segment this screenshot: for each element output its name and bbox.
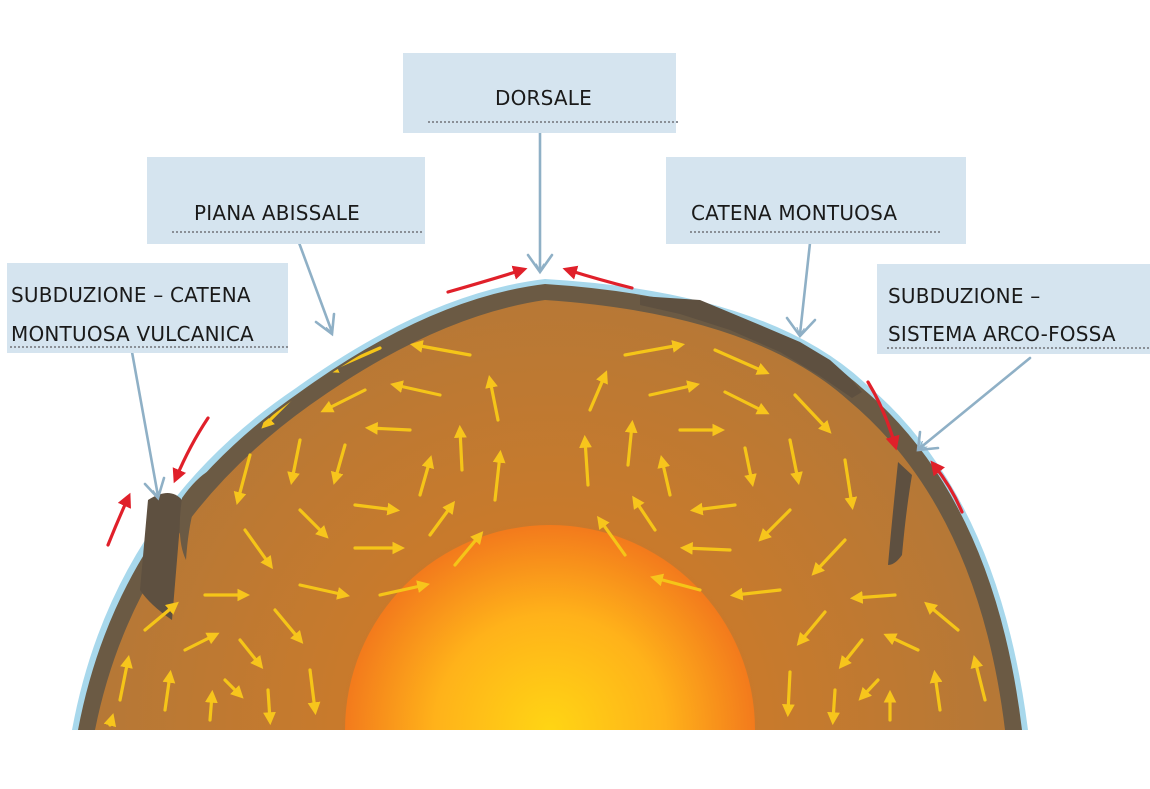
dotted-line-piana-abissale bbox=[172, 231, 422, 233]
dotted-line-dorsale bbox=[428, 121, 678, 123]
pointer-piana-abissale bbox=[298, 240, 332, 332]
label-subduzione-arco-line2: SISTEMA ARCO-FOSSA bbox=[888, 322, 1116, 346]
label-dorsale: DORSALE bbox=[495, 86, 592, 110]
pointer-subduzione-arco bbox=[920, 358, 1030, 448]
label-catena-montuosa: CATENA MONTUOSA bbox=[691, 201, 897, 225]
dotted-line-subduzione-arco bbox=[887, 347, 1149, 349]
pointer-catena-montuosa bbox=[800, 243, 810, 334]
label-subduzione-vulcanica-line1: SUBDUZIONE – CATENA bbox=[11, 283, 251, 307]
pointer-subduzione-vulcanica bbox=[132, 352, 158, 496]
label-subduzione-vulcanica-line2: MONTUOSA VULCANICA bbox=[11, 322, 254, 346]
dotted-line-subduzione-vulcanica bbox=[10, 346, 288, 348]
label-piana-abissale: PIANA ABISSALE bbox=[194, 201, 360, 225]
plate-arrow-left-subduction-bottom bbox=[108, 498, 128, 545]
label-subduzione-arco-line1: SUBDUZIONE – bbox=[888, 284, 1040, 308]
dotted-line-catena-montuosa bbox=[690, 231, 940, 233]
